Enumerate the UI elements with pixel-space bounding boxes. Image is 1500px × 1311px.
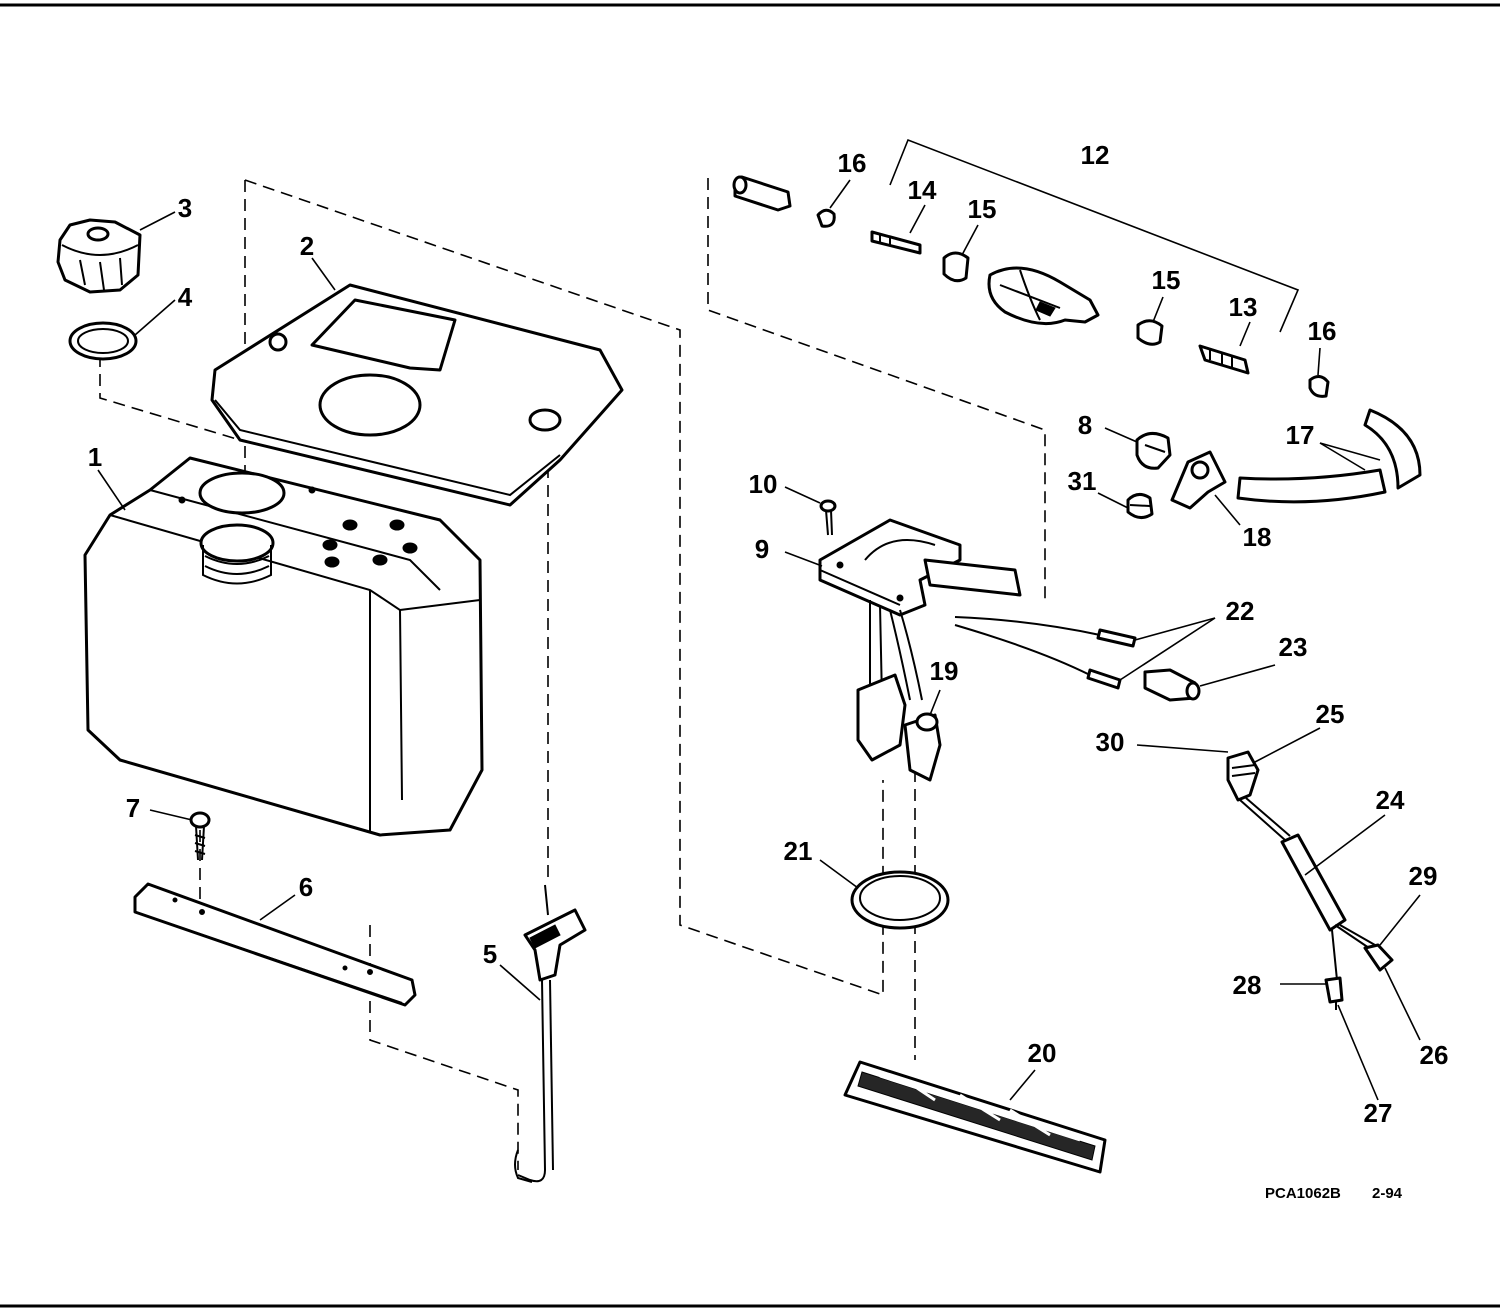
- cap-gasket: [68, 321, 138, 361]
- label-25: 25: [1316, 699, 1345, 729]
- fuel-cap: [56, 218, 142, 294]
- hose-clamp-8: [1135, 432, 1172, 470]
- wire-leads-22: [954, 616, 1137, 690]
- clamp-16-top: [816, 208, 836, 228]
- screw-10: [819, 499, 837, 536]
- fuel-hose-17: [1236, 408, 1422, 504]
- label-29: 29: [1409, 861, 1438, 891]
- label-10: 10: [749, 469, 778, 499]
- label-20: 20: [1028, 1038, 1057, 1068]
- label-30: 30: [1096, 727, 1125, 757]
- primer-bulb-assembly: [732, 175, 1330, 398]
- drawing-date: 2-94: [1372, 1185, 1403, 1202]
- label-16b: 16: [1308, 316, 1337, 346]
- fuel-fitting-18: [1170, 450, 1227, 510]
- label-27: 27: [1364, 1098, 1393, 1128]
- label-17: 17: [1286, 420, 1315, 450]
- label-1: 1: [88, 442, 102, 472]
- hose-connector-top: [732, 175, 792, 212]
- sender-harness: [1226, 750, 1394, 1010]
- fuel-gauge: [514, 884, 587, 1183]
- label-15b: 15: [1152, 265, 1181, 295]
- tank-cover: [210, 283, 624, 507]
- primer-bulb: [987, 266, 1100, 326]
- label-4: 4: [178, 282, 193, 312]
- label-22: 22: [1226, 596, 1255, 626]
- fuel-tank: [83, 456, 484, 837]
- label-7: 7: [126, 793, 140, 823]
- label-6: 6: [299, 872, 313, 902]
- label-18: 18: [1243, 522, 1272, 552]
- clamp-16-right: [1308, 375, 1330, 398]
- label-26: 26: [1420, 1040, 1449, 1070]
- filter-screen-20: [843, 1060, 1107, 1174]
- gasket-21: [850, 870, 950, 930]
- label-8: 8: [1078, 410, 1092, 440]
- label-3: 3: [178, 193, 192, 223]
- label-15a: 15: [968, 194, 997, 224]
- label-13: 13: [1229, 292, 1258, 322]
- label-28: 28: [1233, 970, 1262, 1000]
- clamp-15-right: [1136, 319, 1164, 346]
- part-labels: 1 2 3 4 5 6 7 8 9 10 12 13 14 15 15 16 1…: [88, 140, 1449, 1128]
- label-14: 14: [908, 175, 937, 205]
- label-24: 24: [1376, 785, 1405, 815]
- screw-7: [189, 811, 211, 861]
- clamp-15-left: [942, 251, 970, 283]
- label-5: 5: [483, 939, 497, 969]
- label-19: 19: [930, 656, 959, 686]
- label-16a: 16: [838, 148, 867, 178]
- label-31: 31: [1068, 466, 1097, 496]
- label-9: 9: [755, 534, 769, 564]
- label-23: 23: [1279, 632, 1308, 662]
- fuel-pickup-9: [818, 518, 1022, 782]
- connector-23: [1143, 668, 1201, 702]
- drawing-code: PCA1062B: [1265, 1185, 1341, 1202]
- check-valve-14: [870, 230, 922, 255]
- label-21: 21: [784, 836, 813, 866]
- leader-lines: [97, 138, 1421, 1101]
- label-2: 2: [300, 231, 314, 261]
- hose-clamp-31: [1126, 493, 1154, 519]
- label-12: 12: [1081, 140, 1110, 170]
- hold-down-bracket: [133, 882, 417, 1007]
- check-valve-13: [1198, 344, 1250, 375]
